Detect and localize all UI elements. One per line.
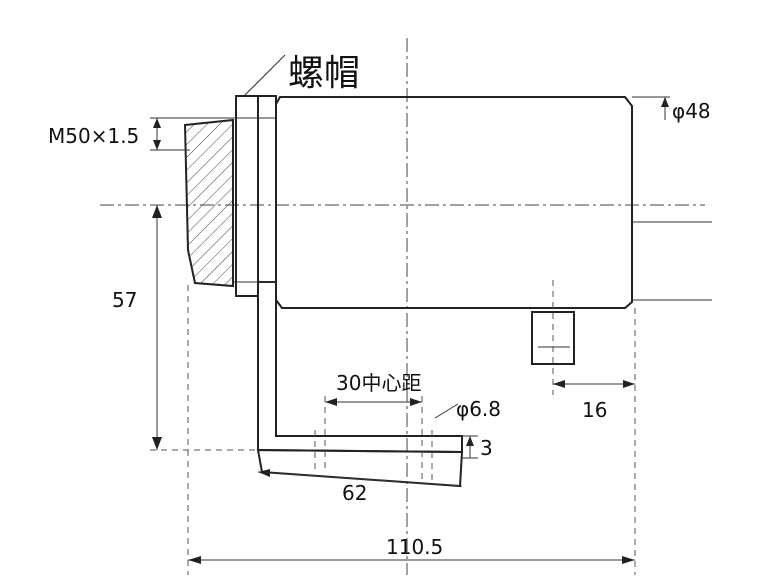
collar-ring-inner: [257, 95, 277, 283]
dim-16-arrow-left: [553, 380, 565, 388]
diameter-body-label: φ48: [672, 99, 711, 123]
hole-leader: [434, 403, 459, 419]
bracket: [257, 296, 463, 454]
plate-thickness-label: 3: [480, 436, 493, 460]
height-offset-label: 57: [112, 288, 137, 312]
collar-ring: [235, 95, 259, 297]
dim-48-arrow: [661, 97, 669, 107]
dim-110-arrow-right: [622, 556, 635, 564]
pin: [531, 311, 575, 365]
dim-57-arrow-bottom: [152, 437, 162, 450]
dim-62-line: [257, 471, 463, 487]
hole-diameter-label: φ6.8: [456, 397, 501, 421]
dim-110-arrow-left: [188, 556, 201, 564]
dim-3-arrow: [466, 436, 474, 446]
nut-leader: [244, 54, 286, 96]
thread-label: M50×1.5: [48, 124, 139, 148]
dim-16-arrow-right: [623, 380, 635, 388]
cylinder-body: [275, 96, 633, 309]
pin-offset-label: 16: [582, 398, 607, 422]
dim-30-arrow-left: [325, 398, 337, 406]
dim-30-arrow-right: [410, 398, 422, 406]
dim-62-arrow-left: [258, 469, 270, 477]
dim-57-arrow-top: [152, 205, 162, 218]
nut-section: [183, 118, 234, 288]
plate-length-label: 62: [342, 481, 367, 505]
overall-length-label: 110.5: [386, 535, 443, 559]
thread-dim-arrow: [153, 118, 161, 128]
center-distance-label: 30中心距: [336, 371, 421, 395]
part-name-label: 螺帽: [288, 53, 360, 94]
thread-dim-arrow-2: [153, 140, 161, 150]
